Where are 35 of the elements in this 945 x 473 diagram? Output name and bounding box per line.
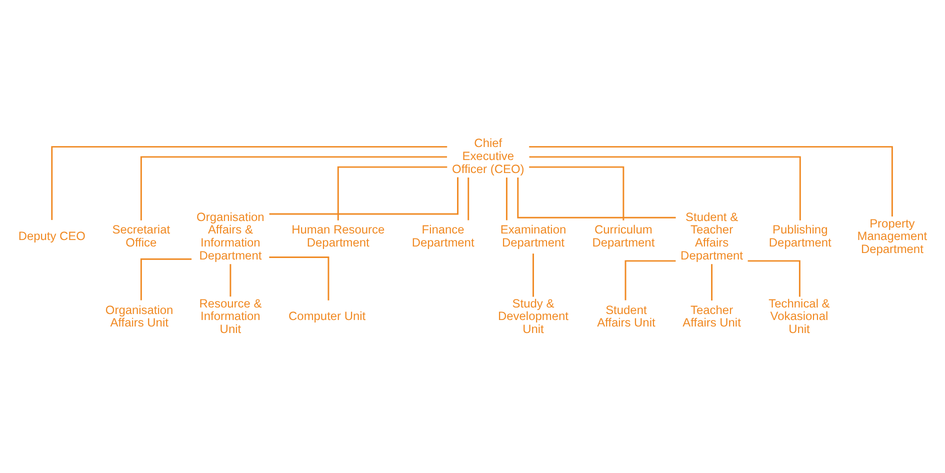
connector (51, 146, 448, 220)
node-text: Examination Department (500, 222, 566, 250)
connector (140, 156, 447, 220)
connector (468, 177, 470, 220)
node-text: Organisation Affairs & Information Department (196, 209, 264, 262)
connector (140, 258, 192, 300)
connector (269, 176, 459, 214)
connector (529, 146, 893, 216)
node-text: Publishing Department (768, 222, 832, 250)
connector (506, 177, 508, 220)
connector (337, 166, 448, 220)
connector (711, 264, 713, 300)
connector (269, 256, 330, 300)
node-text: Computer Unit (288, 308, 366, 323)
connector (230, 264, 232, 296)
connector (748, 260, 800, 296)
connector (529, 166, 624, 220)
node-text: Secretariat Office (112, 222, 170, 250)
node-text: Chief Executive Officer (CEO) (452, 136, 524, 176)
node-text: Curriculum Department (592, 222, 655, 250)
node-text: Human Resource Department (292, 222, 385, 250)
connector (624, 260, 676, 300)
node-text: Property Management Department (857, 216, 928, 256)
node-text: Deputy CEO (18, 228, 86, 243)
node-text: Student Affairs Unit (597, 302, 656, 330)
connector (529, 156, 801, 220)
connector (517, 177, 676, 218)
node-text: Teacher Affairs Unit (682, 302, 741, 330)
node-text: Technical & Vokasional Unit (768, 296, 830, 336)
node-text: Resource & Information Unit (199, 296, 262, 336)
connector (532, 253, 534, 296)
node-text: Study & Development Unit (498, 296, 568, 336)
node-text: Organisation Affairs Unit (105, 302, 174, 330)
node-text: Finance Department (412, 222, 474, 250)
node-text: Student & Teacher Affairs Department (680, 209, 744, 262)
